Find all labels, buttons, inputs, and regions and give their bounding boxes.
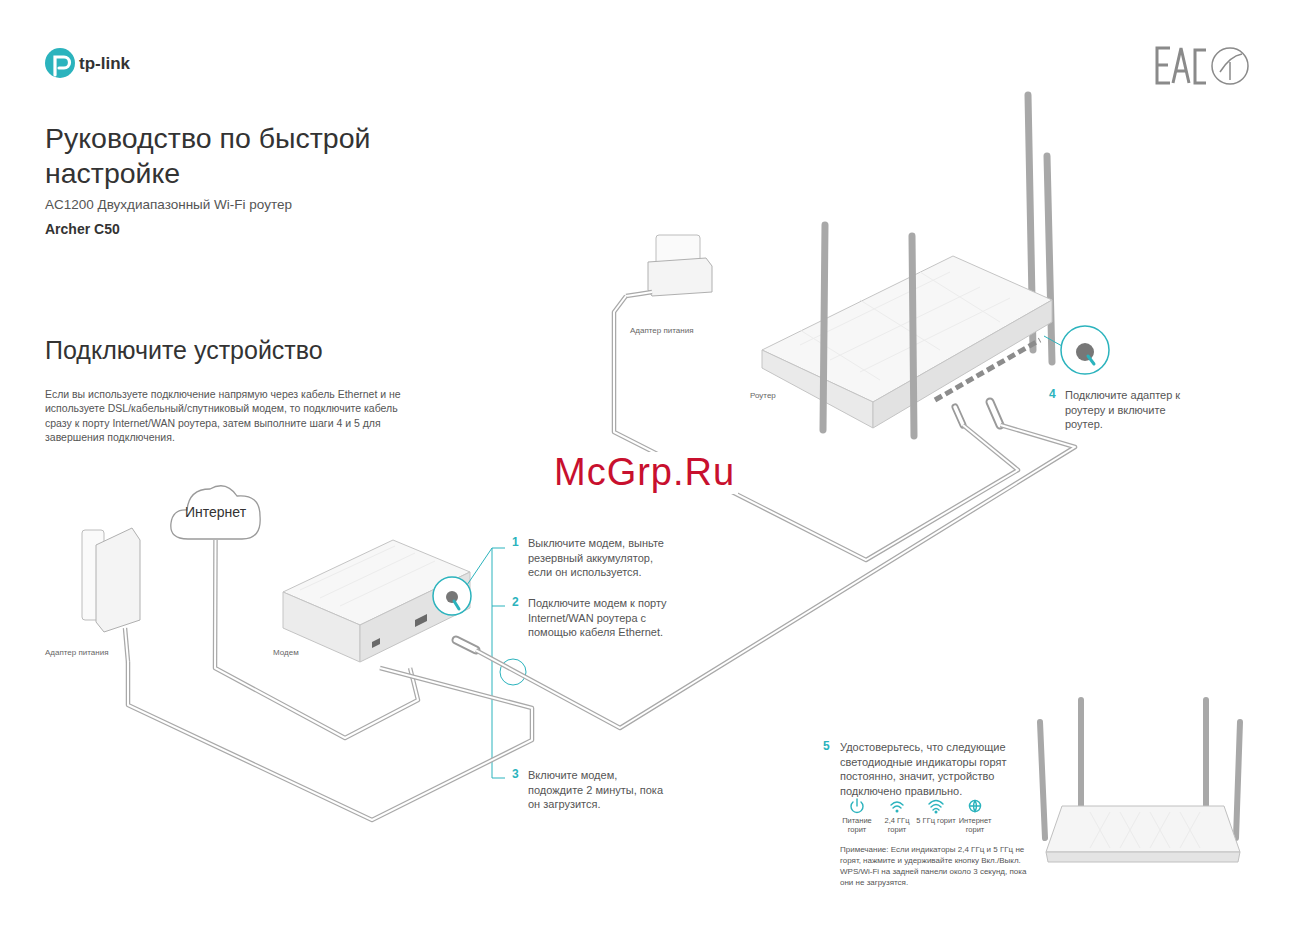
cable-core: [476, 425, 1075, 728]
router-illustration: [762, 95, 1109, 436]
step-text: Выключите модем, выньте резервный аккуму…: [528, 536, 673, 580]
cable-outline: [215, 540, 418, 738]
internet-cloud: Интернет: [168, 480, 263, 540]
watermark: McGrp.Ru: [551, 452, 738, 494]
led-label: Интернет горит: [953, 816, 997, 835]
cable: [215, 540, 418, 738]
power-adapter: Адаптер питания: [626, 230, 714, 340]
cable-core: [215, 540, 418, 738]
router-power-adapter: [626, 235, 712, 296]
cable: [476, 425, 1075, 728]
step-text: Включите модем, подождите 2 минуты, пока…: [528, 768, 673, 812]
step-text: Удостоверьтесь, что следующие светодиодн…: [840, 740, 1030, 798]
modem-illustration: [283, 540, 476, 662]
section-heading: Подключите устройство: [45, 335, 323, 366]
brand-icon: [45, 48, 75, 78]
led-icons: [851, 799, 980, 813]
step-number: 2: [512, 595, 519, 610]
guide-title: Руководство по быстрой настройке: [45, 121, 425, 191]
cable-core: [128, 662, 532, 820]
step-number: 5: [823, 739, 830, 754]
step-text: Подключите модем к порту Internet/WAN ро…: [528, 596, 673, 640]
modem-power-adapter: [82, 528, 140, 662]
router-device: Роутер: [745, 250, 1110, 425]
brand-logo: tp-link: [79, 53, 130, 74]
device-label: Модем: [273, 648, 299, 658]
device-label: Адаптер питания: [630, 326, 694, 336]
device-label: Адаптер питания: [45, 648, 109, 658]
note-text: Примечание: Если индикаторы 2,4 ГГц и 5 …: [840, 845, 1035, 889]
router-front-view: [1040, 700, 1240, 862]
product-subtitle: AC1200 Двухдиапазонный Wi-Fi роутер: [45, 197, 292, 214]
model-name: Archer C50: [45, 221, 120, 239]
cable: [128, 662, 532, 820]
step-text: Подключите адаптер к роутеру и включите …: [1065, 388, 1205, 432]
power-adapter: Адаптер питания: [40, 520, 148, 662]
intro-paragraph: Если вы используете подключение напрямую…: [45, 387, 410, 445]
step-number: 3: [512, 767, 519, 782]
led-label: 2,4 ГГц горит: [875, 816, 919, 835]
step-number: 1: [512, 535, 519, 550]
cable-outline: [128, 662, 532, 820]
led-label: Питание горит: [835, 816, 879, 835]
cloud-label: Интернет: [168, 504, 263, 522]
step-number: 4: [1049, 387, 1056, 402]
device-label: Роутер: [750, 391, 776, 401]
cable-outline: [476, 425, 1075, 728]
certification-mark: [1157, 48, 1248, 84]
led-label: 5 ГГц горит: [914, 816, 958, 825]
modem-device: Модем: [266, 532, 476, 668]
